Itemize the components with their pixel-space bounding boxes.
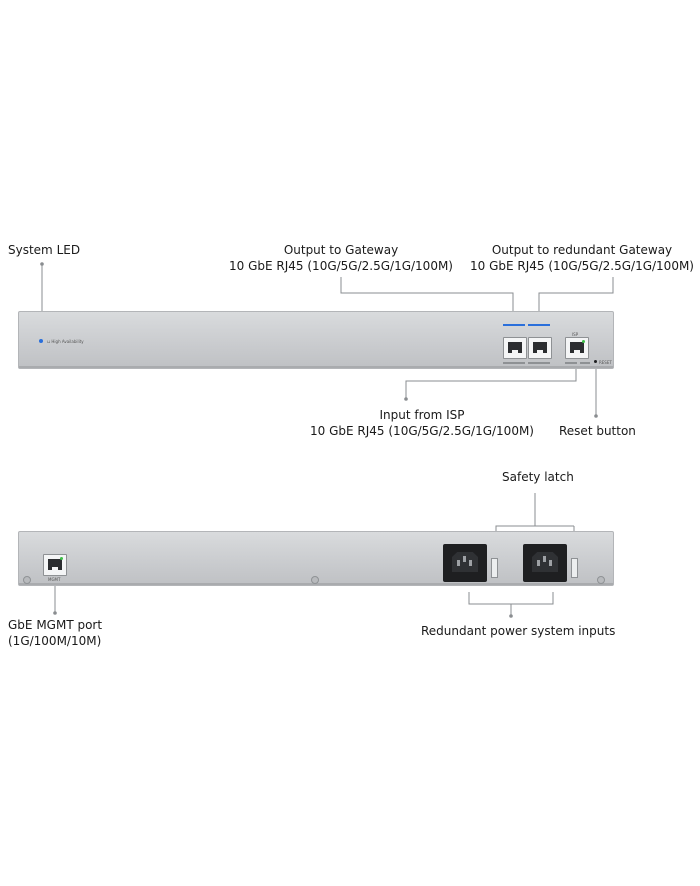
power-inputs-line (468, 592, 554, 605)
power-inlet-2[interactable] (523, 544, 567, 582)
isp-title: Input from ISP (379, 408, 465, 422)
isp-line (405, 368, 577, 399)
isp-port-label: ISP (572, 332, 579, 337)
mgmt-label: GbE MGMT port (1G/100M/10M) (8, 617, 102, 649)
gateway-line (340, 277, 514, 311)
screw-right (597, 576, 605, 584)
redundant-led-bar (528, 324, 550, 326)
isp-spec: 10 GbE RJ45 (10G/5G/2.5G/1G/100M) (310, 424, 534, 438)
isp-port-caption-2 (580, 362, 590, 364)
front-panel: ⊔ High Availability ISP RESET (18, 311, 614, 369)
reset-button[interactable] (594, 360, 597, 363)
gateway-label: Output to Gateway 10 GbE RJ45 (10G/5G/2.… (225, 242, 457, 274)
screw-center (311, 576, 319, 584)
system-led-label: System LED (8, 243, 81, 257)
power-inputs-label: Redundant power system inputs (421, 624, 616, 638)
redundant-line (538, 277, 614, 311)
safety-latch-2[interactable] (571, 558, 578, 578)
gateway-spec: 10 GbE RJ45 (10G/5G/2.5G/1G/100M) (229, 259, 453, 273)
isp-port[interactable] (565, 337, 589, 359)
mgmt-link-led (60, 557, 63, 560)
ha-led-text: ⊔ High Availability (47, 339, 84, 344)
redundant-title: Output to redundant Gateway (491, 243, 673, 257)
back-panel: MGMT (18, 531, 614, 586)
redundant-port[interactable] (528, 337, 552, 359)
screw-left (23, 576, 31, 584)
redundant-port-caption (528, 362, 550, 364)
redundant-label: Output to redundant Gateway 10 GbE RJ45 … (466, 242, 698, 274)
redundant-spec: 10 GbE RJ45 (10G/5G/2.5G/1G/100M) (470, 259, 694, 273)
mgmt-port-label: MGMT (48, 577, 61, 582)
gateway-led-bar (503, 324, 525, 326)
gateway-port[interactable] (503, 337, 527, 359)
isp-port-caption (565, 362, 577, 364)
ha-icon: ⊔ (47, 339, 51, 344)
mgmt-port[interactable] (43, 554, 67, 576)
gateway-port-caption (503, 362, 525, 364)
system-led-indicator (39, 339, 43, 343)
power-inlet-1[interactable] (443, 544, 487, 582)
safety-latch-label: Safety latch (502, 470, 574, 484)
isp-label: Input from ISP 10 GbE RJ45 (10G/5G/2.5G/… (306, 407, 538, 439)
reset-port-label: RESET (599, 360, 612, 365)
mgmt-spec: (1G/100M/10M) (8, 634, 102, 648)
gateway-title: Output to Gateway (283, 243, 399, 257)
mgmt-title: GbE MGMT port (8, 618, 103, 632)
isp-link-led (582, 340, 585, 343)
reset-label: Reset button (559, 424, 636, 438)
safety-latch-1[interactable] (491, 558, 498, 578)
